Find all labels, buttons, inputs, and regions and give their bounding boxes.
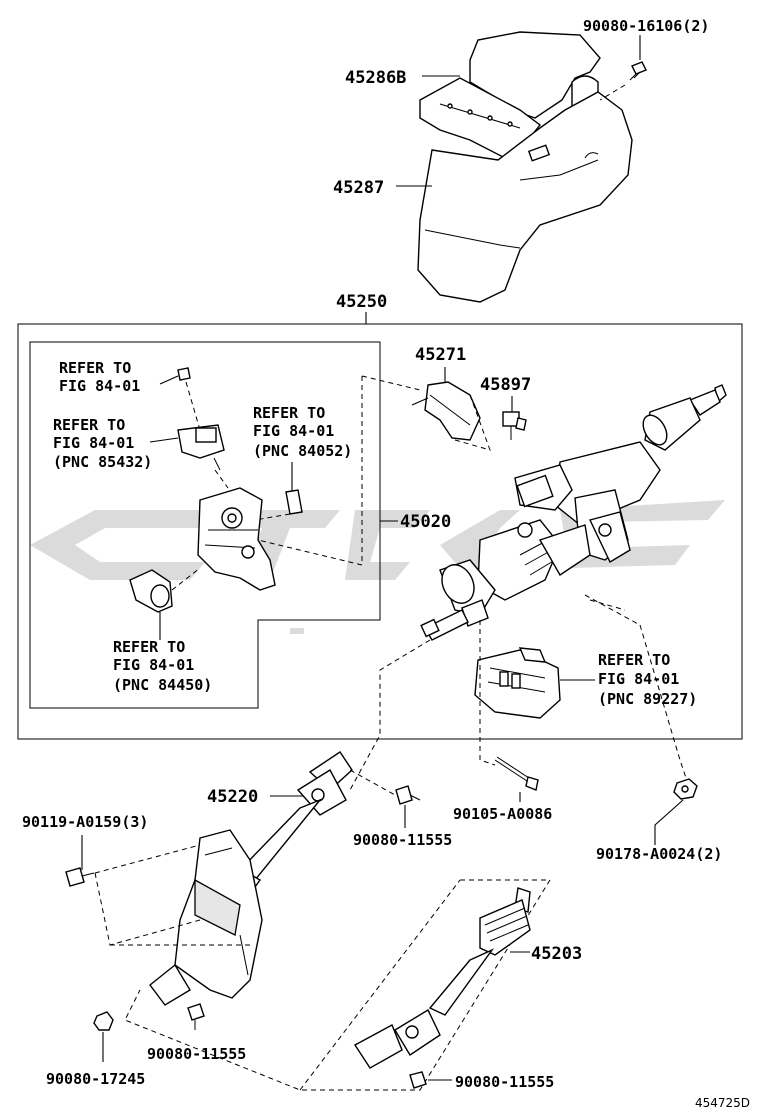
bolt-90080-11555-c (409, 1071, 427, 1089)
bracket-45271 (411, 381, 481, 441)
ref3-line3: (PNC 84052) (253, 442, 352, 460)
lower-shaft-45203 (353, 887, 531, 1069)
column-cover-lower (417, 91, 633, 303)
label-90119-a0159: 90119-A0159(3) (22, 813, 148, 831)
switch-part-84450 (129, 569, 173, 613)
ref1-line2: FIG 84-01 (59, 377, 140, 395)
ref4-line2: FIG 84-01 (113, 656, 194, 674)
assembly-45020-frame (29, 341, 381, 709)
label-45220: 45220 (207, 787, 258, 807)
ref5-line2: FIG 84-01 (598, 670, 679, 688)
nut-90178-a0024 (673, 778, 698, 800)
ref2-line1: REFER TO (53, 416, 125, 434)
label-90105-a0086: 90105-A0086 (453, 805, 552, 823)
column-hole-cover (174, 829, 263, 999)
ref5-line3: (PNC 89227) (598, 690, 697, 708)
label-45203: 45203 (531, 944, 582, 964)
label-45271: 45271 (415, 345, 466, 365)
label-90080-16106: 90080-16106(2) (583, 17, 709, 35)
ref3-line2: FIG 84-01 (253, 422, 334, 440)
ref2-line2: FIG 84-01 (53, 434, 134, 452)
assembly-45250-frame (17, 323, 743, 740)
nut-90080-17245 (93, 1011, 114, 1031)
sensor-module-89227 (474, 647, 561, 719)
bolt-90105-a0086 (494, 756, 539, 791)
ref3-line1: REFER TO (253, 404, 325, 422)
label-45250: 45250 (336, 292, 387, 312)
ref4-line3: (PNC 84450) (113, 676, 212, 694)
ref2-line3: (PNC 85432) (53, 453, 152, 471)
label-90080-17245: 90080-17245 (46, 1070, 145, 1088)
ref5-line1: REFER TO (598, 651, 670, 669)
screw-90080-16106 (599, 61, 647, 101)
steering-lock-housing (197, 487, 276, 591)
label-45287: 45287 (333, 178, 384, 198)
key-cylinder-part (177, 424, 225, 471)
bolt-90080-11555-a (395, 785, 421, 805)
ref1-line1: REFER TO (59, 359, 131, 377)
illustration-code: 454725D (695, 1096, 750, 1110)
label-90178-a0024: 90178-A0024(2) (596, 845, 722, 863)
label-45286b: 45286B (345, 68, 406, 88)
label-90080-11555-c: 90080-11555 (455, 1073, 554, 1091)
ref4-line1: REFER TO (113, 638, 185, 656)
steering-column-assembly (420, 384, 727, 641)
label-90080-11555-a: 90080-11555 (353, 831, 452, 849)
bolt-90080-11555-b (187, 1003, 205, 1030)
label-90080-11555-b: 90080-11555 (147, 1045, 246, 1063)
label-45020: 45020 (400, 512, 451, 532)
label-45897: 45897 (480, 375, 531, 395)
bolt-45897 (502, 411, 527, 440)
bolt-90119-a0159 (65, 867, 95, 887)
